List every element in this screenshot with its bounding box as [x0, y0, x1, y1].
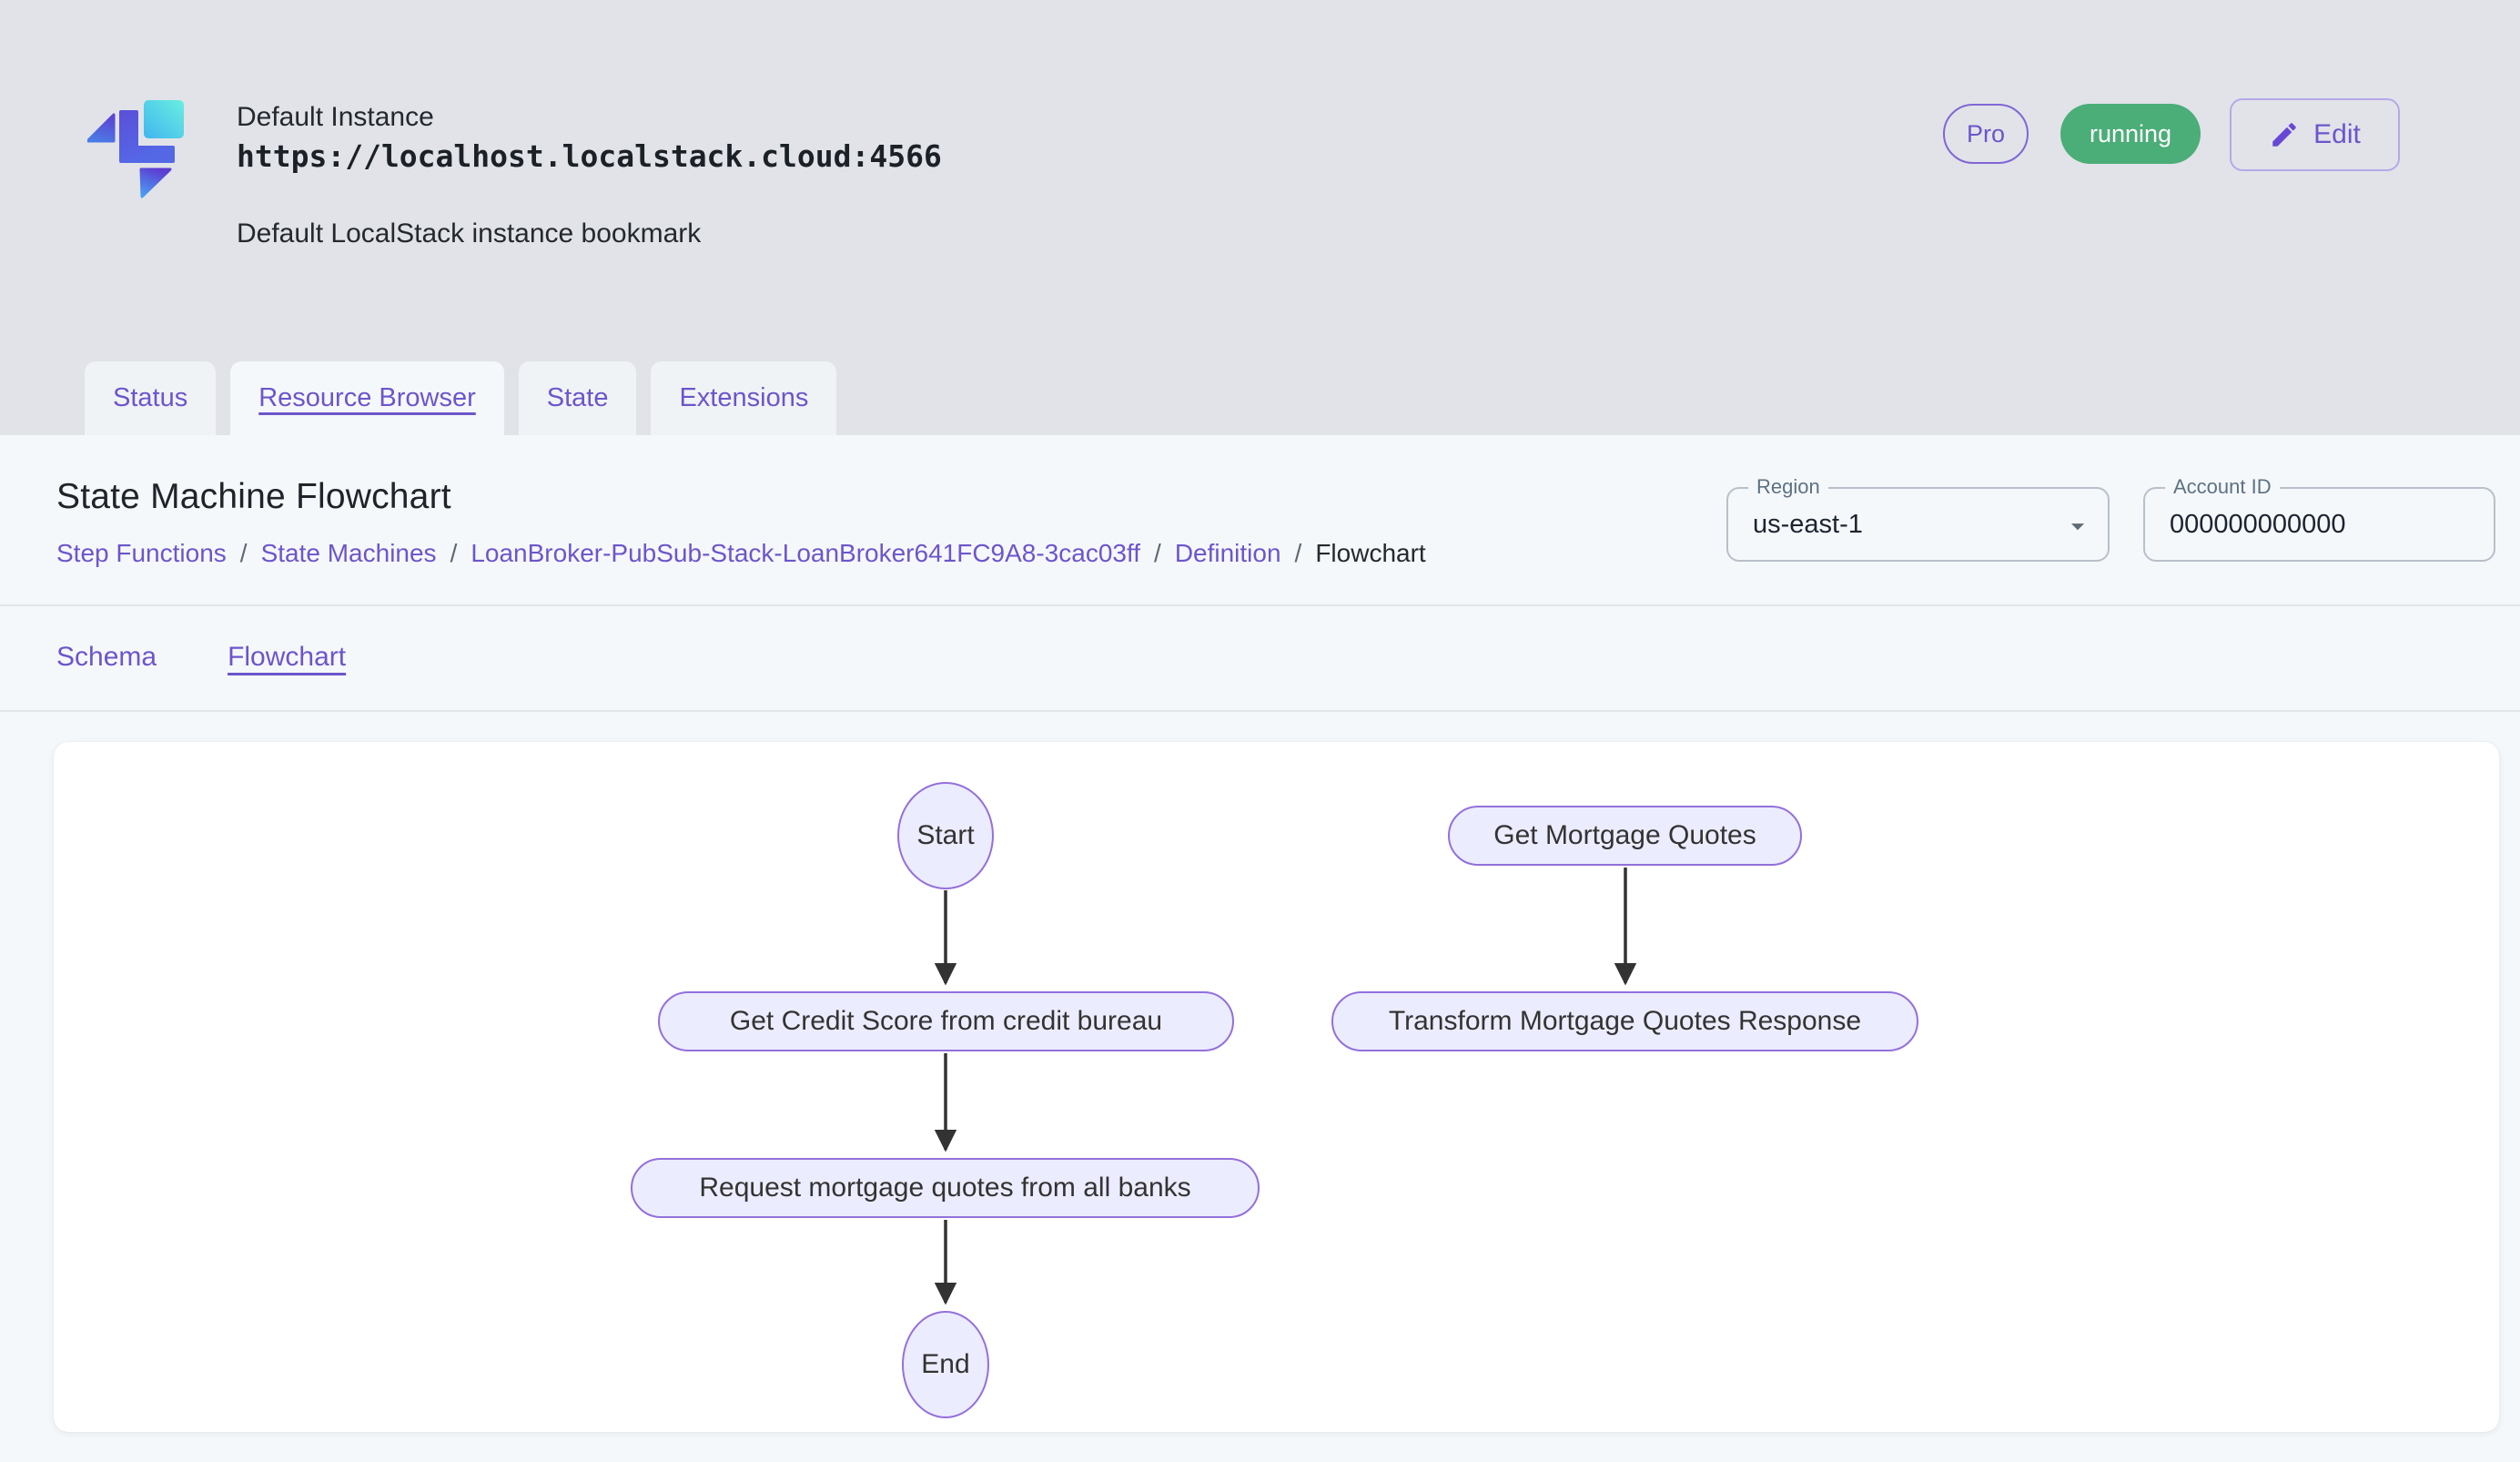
divider [0, 710, 2520, 712]
flowchart-node-get-mortgage-quotes: Get Mortgage Quotes [1448, 806, 1802, 866]
breadcrumb-flowchart: Flowchart [1315, 539, 1426, 567]
flowchart-node-start: Start [897, 782, 994, 889]
edit-button[interactable]: Edit [2230, 98, 2400, 171]
pro-badge: Pro [1943, 104, 2029, 164]
breadcrumb-state-machines[interactable]: State Machines [260, 539, 437, 567]
tab-extensions[interactable]: Extensions [651, 361, 837, 435]
account-id-input[interactable] [2145, 489, 2494, 560]
instance-url: https://localhost.localstack.cloud:4566 [237, 138, 942, 174]
flowchart-canvas [54, 742, 2499, 1432]
region-select-label: Region [1748, 475, 1828, 499]
status-badge: running [2060, 104, 2201, 164]
chevron-down-icon [2070, 523, 2085, 531]
breadcrumb-state-machine-id[interactable]: LoanBroker-PubSub-Stack-LoanBroker641FC9… [471, 539, 1141, 567]
region-select[interactable]: Region us-east-1 [1726, 475, 2110, 562]
instance-description: Default LocalStack instance bookmark [237, 218, 702, 249]
breadcrumb-separator: / [450, 539, 458, 567]
subtab-flowchart[interactable]: Flowchart [228, 642, 347, 672]
region-select-value: us-east-1 [1753, 509, 1863, 539]
breadcrumb-separator: / [239, 539, 248, 567]
account-id-label: Account ID [2165, 475, 2280, 499]
breadcrumb-step-functions[interactable]: Step Functions [56, 539, 227, 567]
breadcrumb-separator: / [1294, 539, 1302, 567]
main-tab-bar: Status Resource Browser State Extensions [85, 361, 837, 435]
localstack-logo [87, 100, 184, 198]
tab-status[interactable]: Status [85, 361, 217, 435]
instance-name: Default Instance [237, 102, 434, 132]
flowchart-node-request-quotes: Request mortgage quotes from all banks [631, 1158, 1260, 1218]
flowchart-node-end: End [902, 1311, 989, 1418]
edit-button-label: Edit [2313, 119, 2361, 149]
breadcrumb-definition[interactable]: Definition [1174, 539, 1281, 567]
flowchart-node-get-credit-score: Get Credit Score from credit bureau [658, 991, 1234, 1051]
definition-subtab-bar: Schema Flowchart [56, 605, 346, 709]
pencil-icon [2272, 123, 2296, 147]
breadcrumb: Step Functions / State Machines / LoanBr… [56, 539, 1426, 568]
subtab-schema[interactable]: Schema [56, 642, 157, 672]
divider [0, 604, 2520, 606]
page-title: State Machine Flowchart [56, 477, 451, 516]
breadcrumb-separator: / [1154, 539, 1161, 567]
account-id-field: Account ID [2143, 475, 2495, 562]
flowchart-node-transform-response: Transform Mortgage Quotes Response [1331, 991, 1918, 1051]
tab-resource-browser[interactable]: Resource Browser [230, 361, 504, 435]
tab-state[interactable]: State [518, 361, 637, 435]
